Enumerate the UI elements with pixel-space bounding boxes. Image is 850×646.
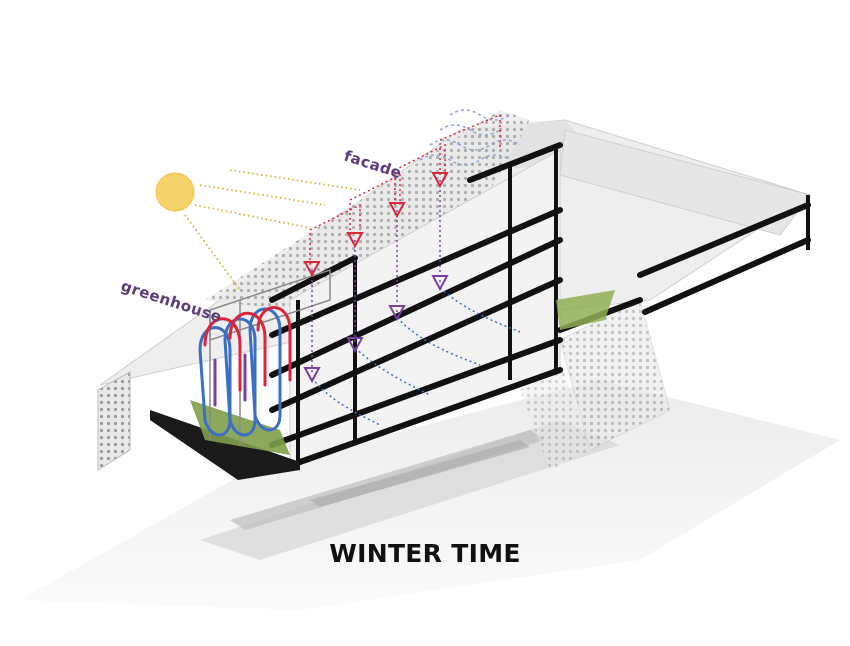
roof-cool-air-waves xyxy=(419,109,521,166)
sun-rays xyxy=(184,169,361,291)
greenhouse-air-loops xyxy=(198,306,292,437)
sun-icon xyxy=(155,172,195,212)
air-direction-arrows xyxy=(303,172,449,384)
greenhouse-label: greenhouse xyxy=(119,277,224,327)
perforated-screen-right xyxy=(520,299,671,470)
interior-cool-air-paths xyxy=(311,287,521,426)
facade-warm-air-paths xyxy=(309,113,501,265)
building-section xyxy=(150,142,811,480)
facade-label: facade xyxy=(342,147,404,183)
diagram-caption: WINTER TIME xyxy=(329,539,521,568)
sun xyxy=(155,172,195,212)
ground-plane xyxy=(20,380,840,610)
perforated-screen-left xyxy=(97,371,131,471)
